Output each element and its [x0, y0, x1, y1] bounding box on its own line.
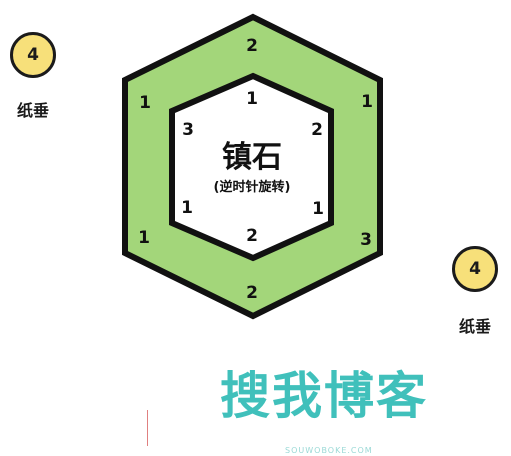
- divider-line: [147, 410, 148, 446]
- outer-num-lower-left: 1: [138, 228, 150, 248]
- paper-weight-label-top-left: 纸垂: [16, 101, 49, 120]
- center-title: 镇石: [222, 140, 282, 175]
- watermark-text: 搜我博客: [220, 367, 428, 425]
- outer-num-upper-left: 1: [139, 93, 151, 113]
- outer-num-top: 2: [246, 36, 258, 56]
- inner-num-upper-right: 2: [311, 120, 323, 140]
- center-subtitle: (逆时针旋转): [214, 179, 291, 195]
- inner-num-top: 1: [246, 89, 258, 109]
- outer-num-lower-right: 3: [360, 230, 372, 250]
- inner-num-lower-left: 1: [181, 198, 193, 218]
- watermark-subtext: SOUWOBOKE.COM: [285, 446, 373, 455]
- inner-num-upper-left: 3: [182, 120, 194, 140]
- paper-weight-badge-top-left[interactable]: 4: [10, 32, 56, 78]
- inner-hexagon: [169, 72, 334, 262]
- inner-num-lower-right: 1: [312, 199, 324, 219]
- outer-num-upper-right: 1: [361, 92, 373, 112]
- paper-weight-label-bottom-right: 纸垂: [458, 317, 491, 336]
- inner-num-bottom: 2: [246, 226, 258, 246]
- outer-num-bottom: 2: [246, 283, 258, 303]
- paper-weight-badge-bottom-right[interactable]: 4: [452, 246, 498, 292]
